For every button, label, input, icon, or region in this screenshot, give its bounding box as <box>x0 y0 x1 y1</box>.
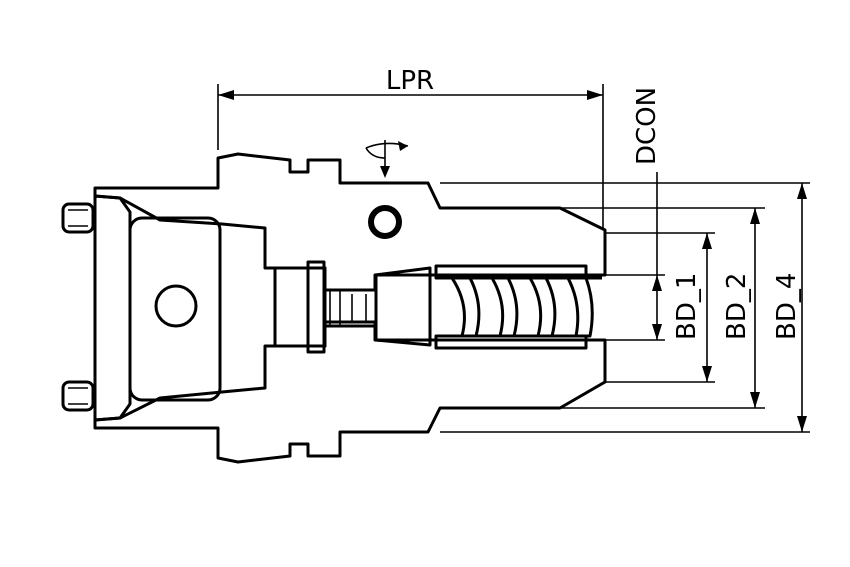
holder-body <box>93 152 607 464</box>
extension-lines <box>440 182 810 433</box>
bd-mid-dimension <box>750 208 760 408</box>
lpr-label: LPR <box>386 66 434 96</box>
bd4-dimension: BD_4 <box>772 183 807 432</box>
bd1-label: BD_1 <box>672 273 702 340</box>
rotation-direction-icon <box>365 140 409 178</box>
body-upper-section <box>93 152 607 292</box>
bd2-dimension: BD_2 <box>702 233 752 382</box>
sleeve-lower-ring <box>434 334 588 350</box>
bd2-label: BD_2 <box>722 273 752 340</box>
helix-spring <box>438 276 602 338</box>
cross-hole <box>154 284 198 328</box>
bd1-dimension: BD_1 <box>672 273 702 340</box>
stop-screw-head <box>306 260 326 354</box>
inner-bore <box>273 260 605 354</box>
nut-top <box>61 202 95 234</box>
bd4-label: BD_4 <box>772 273 802 340</box>
nut-bottom <box>61 380 95 412</box>
dcon-label: DCON <box>632 87 662 165</box>
stop-screw <box>273 266 327 348</box>
dcon-dimension: DCON <box>632 87 662 340</box>
clamping-end <box>61 194 222 422</box>
coolant-hole <box>368 205 402 239</box>
body-lower-section <box>93 320 607 464</box>
end-body <box>128 216 222 402</box>
bore-sleeve <box>374 273 432 342</box>
end-outline <box>93 194 132 422</box>
lpr-dimension: LPR <box>217 66 604 230</box>
